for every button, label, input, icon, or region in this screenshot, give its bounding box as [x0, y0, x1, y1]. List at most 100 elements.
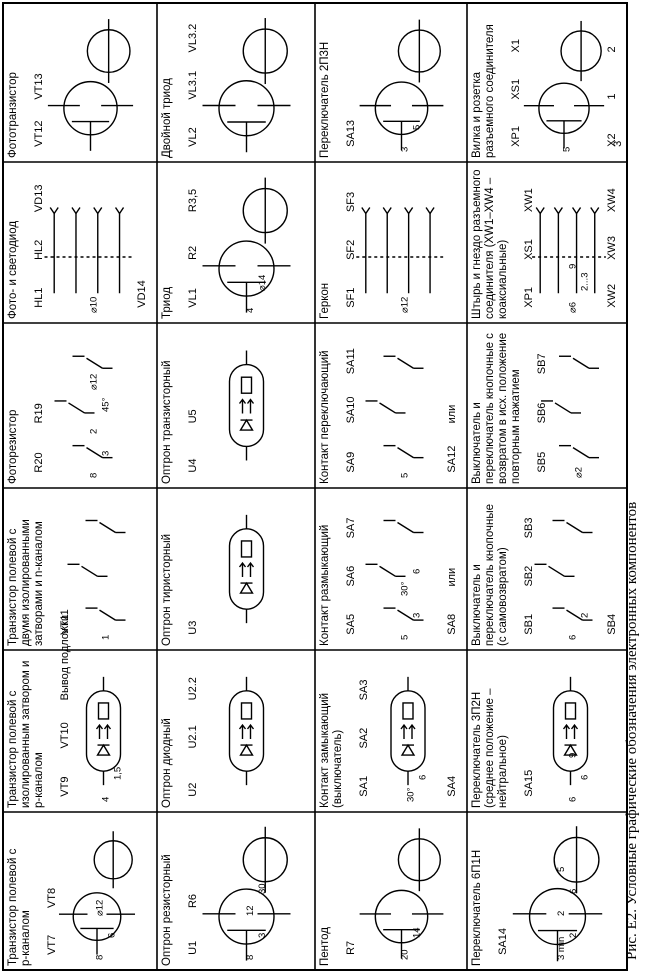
- dimension-label: 5: [556, 867, 567, 872]
- component-label: U2: [187, 783, 199, 797]
- dimension-label: 9: [568, 264, 579, 269]
- component-label: XP1: [523, 287, 535, 308]
- dimension-label: 6: [417, 775, 428, 780]
- component-label: VT9: [59, 777, 71, 797]
- component-label: U2.1: [187, 725, 199, 748]
- component-label: SA1: [358, 776, 370, 797]
- light-arrows-icon: [562, 723, 579, 739]
- component-label: SB4: [606, 614, 618, 635]
- component-label: SA7: [345, 518, 357, 539]
- symbol-cell: Переключатель 3П2Н(среднее положение –не…: [471, 676, 591, 808]
- dimension-label: 6: [568, 797, 579, 802]
- component-label: VT8: [46, 888, 58, 908]
- diode-symbol: [400, 743, 416, 756]
- dimension-label: 3: [101, 451, 112, 456]
- component-label: VT12: [33, 121, 45, 147]
- cell-title-line: повторным нажатием: [510, 369, 522, 484]
- connector-pin-icon: [571, 207, 582, 214]
- dimension-label: 45°: [101, 397, 112, 412]
- cell-title-line: двумя изолированными: [20, 519, 32, 646]
- cell-title-line: Оптрон резисторный: [161, 854, 173, 966]
- cell-title-line: переключатель кнопочные: [484, 504, 496, 646]
- component-label: SA15: [523, 770, 535, 797]
- dimension-label: 30°: [405, 787, 416, 802]
- light-arrows-icon: [238, 723, 255, 739]
- dimension-label: 30: [257, 883, 268, 894]
- contact-blade: [86, 447, 103, 459]
- component-label: XW4: [606, 188, 618, 212]
- component-label: VT13: [33, 73, 45, 99]
- cell-title-line: Контакт размыкающий: [319, 525, 331, 646]
- component-label: VL3.1: [187, 71, 199, 100]
- cell-title-line: затворами и n-каналом: [33, 521, 45, 646]
- component-label: XW3: [606, 236, 618, 260]
- cell-title-line: Пентод: [319, 927, 331, 966]
- component-label: SB1: [523, 614, 535, 635]
- component-label: 1: [606, 94, 618, 100]
- component-label: VT11: [59, 609, 71, 634]
- dimension-label: 6: [580, 775, 591, 780]
- component-label: VT7: [46, 935, 58, 955]
- contact-blade: [397, 521, 414, 534]
- connector-pin-icon: [93, 207, 103, 214]
- receiver-element: [97, 702, 110, 720]
- light-arrows-icon: [238, 561, 255, 577]
- diode-symbol: [96, 743, 111, 756]
- cell-title-line: Оптрон транзисторный: [161, 360, 173, 484]
- contact-blade: [81, 565, 98, 577]
- cell-title-line: Штырь и гнездо разъемного: [471, 169, 483, 319]
- component-label: XS1: [523, 239, 535, 260]
- cell-title-line: Транзистор полевой с: [7, 848, 19, 966]
- light-arrows-icon: [238, 398, 255, 414]
- dimension-label: 2: [556, 911, 567, 916]
- dimension-label: 1,5: [112, 767, 123, 780]
- dimension-label: 6: [568, 635, 579, 640]
- dimension-label: 5: [399, 635, 410, 640]
- dimension-label: 30°: [399, 581, 410, 596]
- dimension-label: 3: [257, 933, 268, 938]
- connector-pin-icon: [382, 207, 392, 214]
- component-label: SA10: [345, 396, 357, 423]
- component-label: 2: [606, 46, 618, 52]
- component-label: R19: [33, 403, 45, 423]
- component-label: R2: [187, 246, 199, 260]
- cell-title-line: Переключатель 2П3Н: [319, 42, 331, 158]
- contact-blade: [397, 609, 414, 621]
- component-label: 3: [612, 141, 624, 147]
- contact-blade: [86, 357, 103, 369]
- contact-blade: [379, 402, 396, 414]
- component-label: X1: [510, 39, 522, 52]
- cell-title-line: нейтральное): [497, 735, 509, 808]
- component-label: XS1: [510, 79, 522, 100]
- dimension-label: 2...3: [580, 273, 591, 292]
- component-label: HL1: [33, 288, 45, 308]
- receiver-element: [240, 540, 253, 558]
- component-label: R3,5: [187, 189, 199, 212]
- component-label: U3: [187, 621, 199, 635]
- cell-title-line: Переключатель 3П2Н: [471, 692, 483, 808]
- diode-symbol: [239, 418, 254, 431]
- contact-blade: [554, 402, 572, 414]
- cell-title-line: Фоторезистор: [7, 410, 19, 484]
- contact-blade: [397, 447, 414, 459]
- component-label: SB5: [536, 452, 548, 473]
- cell-title-line: возвратом в исх. положение: [497, 333, 509, 484]
- receiver-element: [240, 702, 253, 720]
- connector-pin-icon: [553, 207, 563, 214]
- contact-blade: [548, 565, 565, 577]
- cell-title-line: разъемного соединителя: [484, 24, 496, 158]
- diode-symbol: [239, 581, 254, 594]
- dimension-label: 2: [89, 429, 100, 434]
- light-arrows-icon: [95, 723, 112, 739]
- dimension-label: 8: [89, 473, 100, 478]
- contact-blade: [566, 521, 583, 534]
